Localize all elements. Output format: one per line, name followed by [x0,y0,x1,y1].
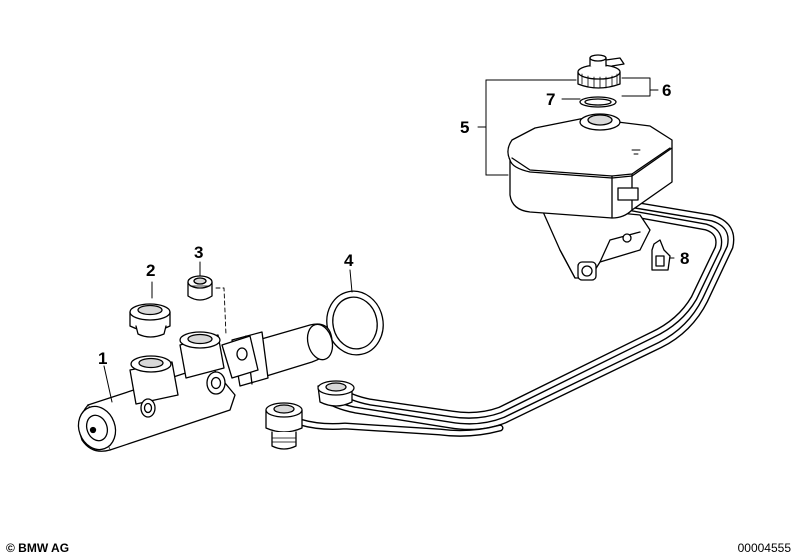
document-number: 00004555 [737,541,791,555]
callout-4: 4 [344,251,354,270]
reservoir-cap [577,54,625,89]
callout-6: 6 [662,81,671,100]
o-ring-seal [326,290,384,356]
brake-lines [296,199,735,437]
cap-seal-ring [579,96,617,108]
copyright-label: © BMW AG [6,541,70,555]
pipe-fitting-lower [265,402,303,450]
callout-labels: 1 2 3 4 5 6 7 8 [98,81,689,368]
assembly-guide-line [215,287,227,336]
callout-3: 3 [194,243,203,262]
callout-8: 8 [680,249,689,268]
line-clip [651,239,671,271]
seal-plug [187,275,213,301]
pipe-fitting-upper [317,380,355,407]
brake-master-cylinder [77,331,259,452]
reservoir-grommet [129,303,171,338]
callout-2: 2 [146,261,155,280]
leader-lines [103,261,353,403]
callout-1: 1 [98,349,107,368]
callout-7: 7 [546,90,555,109]
fluid-reservoir [507,113,673,281]
callout-bracket-lines [477,77,675,259]
callout-5: 5 [460,118,469,137]
